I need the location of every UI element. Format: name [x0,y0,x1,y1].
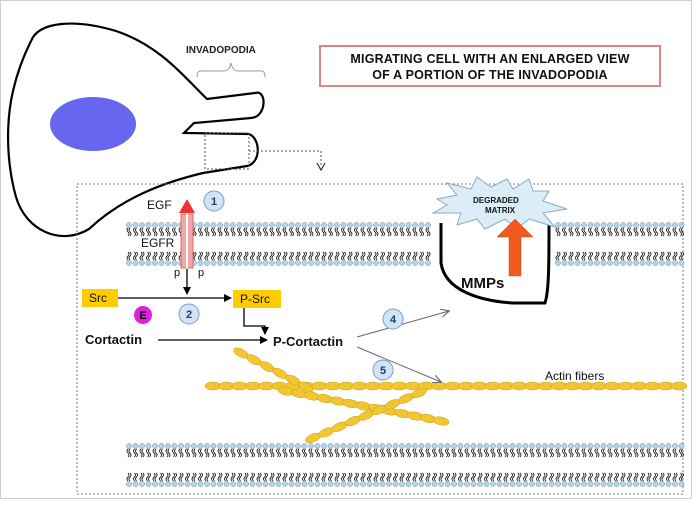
psrc-to-pcortactin-arrow [243,308,269,335]
e-enzyme-circle [134,306,152,324]
upper-membrane [126,222,685,266]
egf-label: EGF [147,198,172,212]
nucleus [50,97,136,151]
lower-membrane [126,443,685,487]
invadopodia-label: INVADOPODIA [186,45,256,56]
step-4-circle [382,308,404,330]
diagram-title-line1: MIGRATING CELL WITH AN ENLARGED VIEW [350,52,630,66]
mmp-arrow [496,218,534,277]
diagram-title-line2: OF A PORTION OF THE INVADOPODIA [372,68,608,82]
cortactin-label: Cortactin [85,332,142,347]
step-5-circle [372,359,394,381]
phospho-right-label: p [198,267,204,279]
enlarged-view-frame [76,183,684,495]
step-1-number: 1 [211,196,217,208]
invagination-cover [437,219,553,303]
p-src-label: P-Src [240,292,270,306]
src-box [82,289,118,307]
degraded-matrix-burst [431,176,568,230]
degraded-matrix-label-line1: DEGRADED [473,196,519,205]
zoom-connector [249,150,322,167]
step-2-number: 2 [186,309,192,321]
phospho-left-label: p [174,267,180,279]
invadopodia-bracket [196,62,266,78]
p-src-box [233,290,281,308]
p-cortactin-label: P-Cortactin [273,334,343,349]
diagram-title-box: MIGRATING CELL WITH AN ENLARGED VIEW OF … [319,45,661,87]
step-5-number: 5 [380,365,386,377]
arrow-to-actin [356,346,441,382]
step-2-circle [178,303,200,325]
egf-arrow [179,199,195,213]
step-1-circle [203,190,225,212]
actin-fibers-label: Actin fibers [545,369,604,383]
mmps-label: MMPs [461,275,504,292]
egfr-label: EGFR [141,236,175,250]
src-label: Src [89,291,107,305]
arrow-to-mmp [356,311,449,338]
step-4-number: 4 [390,314,397,326]
invagination-membrane [439,222,551,305]
actin-filaments [204,347,688,444]
degraded-matrix-label-line2: MATRIX [485,206,516,215]
e-enzyme-label: E [139,310,146,322]
